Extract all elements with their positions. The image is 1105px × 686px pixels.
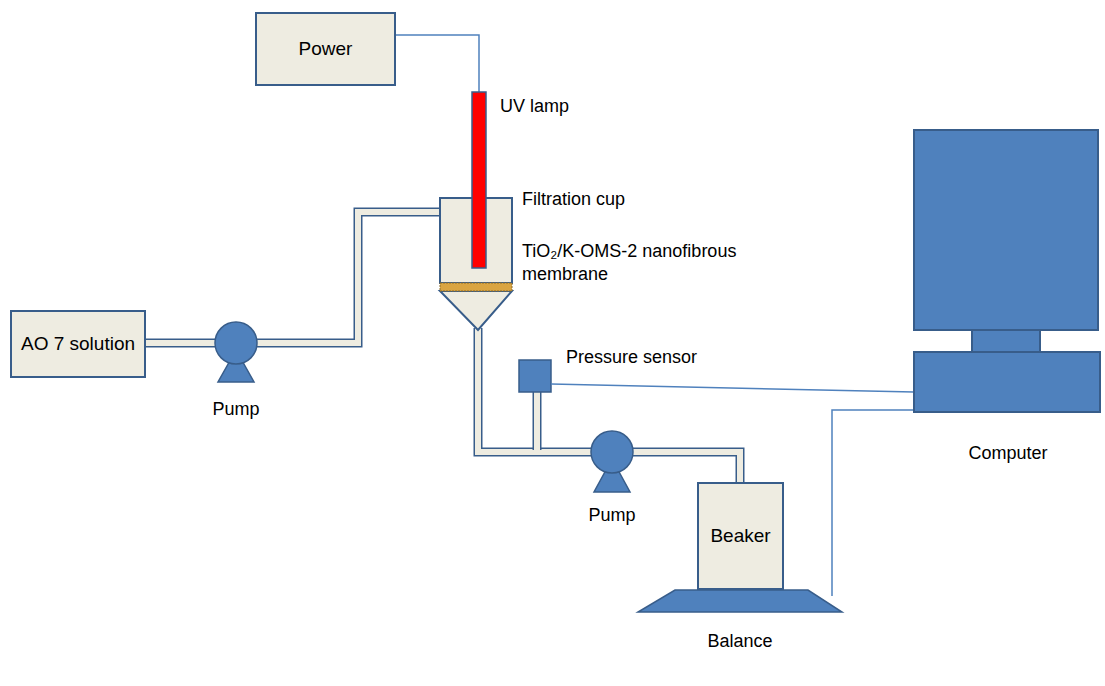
part-label: Balance: [707, 631, 772, 651]
computer-icon: [914, 130, 1100, 412]
node-content: Beaker: [710, 524, 770, 548]
pump-symbol: [591, 431, 633, 492]
beaker-box: Beaker: [697, 482, 784, 590]
part-label: Pressure sensor: [566, 347, 697, 367]
node-label: Power: [299, 37, 353, 61]
inlet-tube: [145, 212, 442, 343]
label-holder: UV lamp: [500, 95, 569, 118]
balance: [638, 590, 842, 612]
part-label: Pump: [588, 505, 635, 525]
signal-wire: [551, 384, 914, 392]
label-holder: Pump: [212, 398, 259, 421]
label-holder: Pump: [588, 504, 635, 527]
node-content: Power: [299, 37, 353, 61]
label-holder: TiO₂/K-OMS-2 nanofibrous membrane: [522, 240, 747, 285]
label-holder: Balance: [707, 630, 772, 653]
node-label: Beaker: [710, 524, 770, 548]
part-label: Computer: [968, 443, 1047, 463]
part-label: UV lamp: [500, 96, 569, 116]
label-holder: Pressure sensor: [566, 346, 697, 369]
part-label: Filtration cup: [522, 189, 625, 209]
node-content: AO 7 solution: [21, 332, 135, 356]
outlet-tube: [478, 328, 740, 484]
part-label: TiO₂/K-OMS-2 nanofibrous membrane: [522, 241, 736, 284]
label-holder: Filtration cup: [522, 188, 625, 211]
funnel: [440, 291, 512, 330]
part-label: Pump: [212, 399, 259, 419]
power-box: Power: [255, 12, 396, 86]
nanofibrous-membrane: [440, 283, 512, 291]
node-label: AO 7 solution: [21, 332, 135, 356]
solution-tank: AO 7 solution: [10, 310, 146, 378]
signal-wire: [832, 410, 914, 596]
label-holder: Computer: [968, 442, 1047, 465]
power-wire: [395, 35, 479, 92]
pressure-sensor: [519, 360, 551, 392]
pump-symbol: [215, 322, 257, 382]
uv-lamp: [472, 92, 486, 268]
